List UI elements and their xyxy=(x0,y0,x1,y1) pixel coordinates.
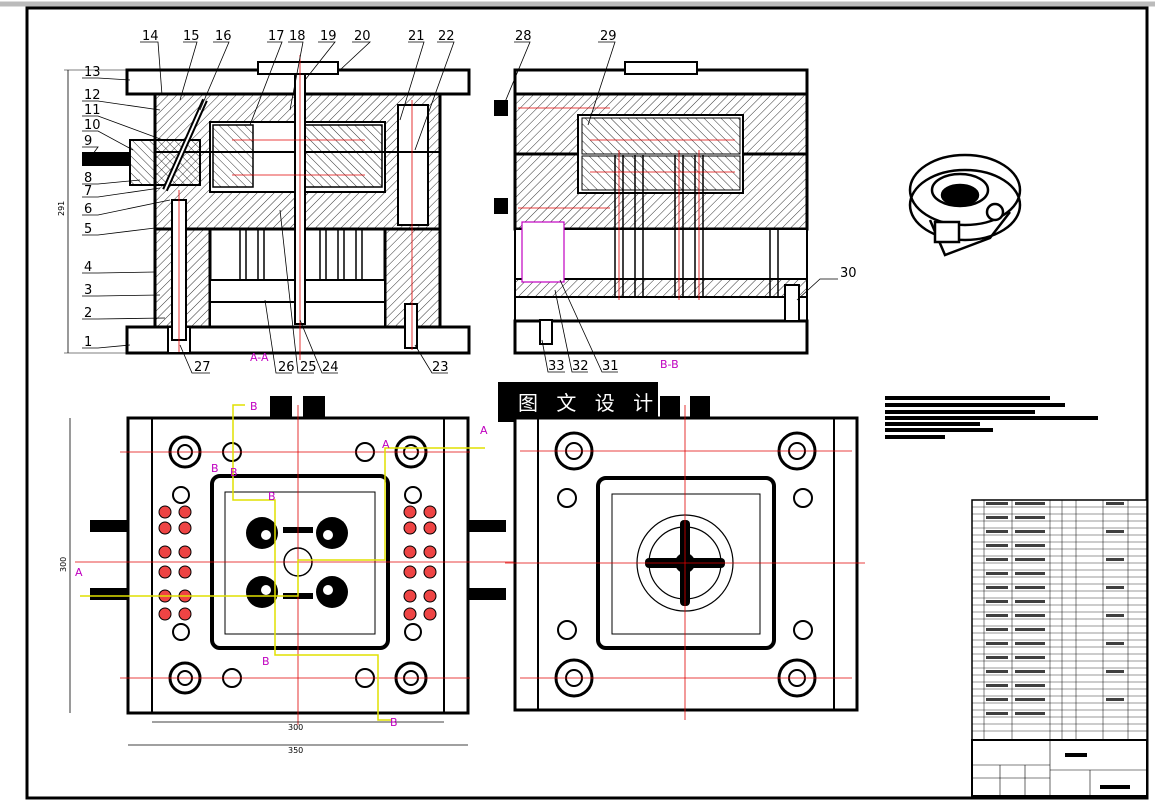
part-10: 10 xyxy=(84,118,101,133)
part-11: 11 xyxy=(84,103,101,118)
part-24: 24 xyxy=(322,360,339,375)
part-22: 22 xyxy=(438,29,455,44)
part-31: 31 xyxy=(602,359,619,374)
plan-view-right xyxy=(505,396,865,720)
dim-height-top: 291 xyxy=(57,201,66,216)
part-26: 26 xyxy=(278,360,295,375)
part-7: 7 xyxy=(84,184,92,199)
part-20: 20 xyxy=(354,29,371,44)
leaders-view1 xyxy=(82,41,455,374)
section-label-aa: A-A xyxy=(250,351,269,364)
watermark-text: 图 文 设 计 xyxy=(518,391,659,415)
marker-b-bottom: B xyxy=(390,716,398,729)
part-28: 28 xyxy=(515,29,532,44)
marker-a-left: A xyxy=(75,566,83,579)
part-32: 32 xyxy=(572,359,589,374)
part-15: 15 xyxy=(183,29,200,44)
part-21: 21 xyxy=(408,29,425,44)
part-25: 25 xyxy=(300,360,317,375)
watermark-box xyxy=(498,382,658,422)
part-4: 4 xyxy=(84,260,92,275)
technical-notes xyxy=(885,396,1098,439)
dim-width-outer: 350 xyxy=(288,746,303,755)
marker-b-mid1: B xyxy=(211,462,219,475)
marker-b-low: B xyxy=(262,655,270,668)
part-5: 5 xyxy=(84,222,92,237)
part-33: 33 xyxy=(548,359,565,374)
parts-list-table xyxy=(971,499,1148,797)
cut-path-a xyxy=(80,447,485,597)
marker-b-top: B xyxy=(250,400,258,413)
part-27: 27 xyxy=(194,360,211,375)
part-30: 30 xyxy=(840,266,857,281)
dim-width-inner: 300 xyxy=(288,723,303,732)
part-19: 19 xyxy=(320,29,337,44)
section-view-aa: 2 9 1 xyxy=(57,55,471,360)
part-16: 16 xyxy=(215,29,232,44)
part-9: 9 xyxy=(84,134,92,149)
section-label-bb: B-B xyxy=(660,358,679,371)
part-29: 29 xyxy=(600,29,617,44)
part-3: 3 xyxy=(84,283,92,298)
part-2: 2 xyxy=(84,306,92,321)
part-1: 1 xyxy=(84,335,92,350)
part-23: 23 xyxy=(432,360,449,375)
part-labels-view2: 28 29 30 33 32 31 B-B xyxy=(515,29,857,374)
plan-view-left: 300 300 350 A A A B B B B B B xyxy=(59,396,520,755)
marker-b-mid3: B xyxy=(268,490,276,503)
sheet-border xyxy=(25,6,1149,800)
part-14: 14 xyxy=(142,29,159,44)
dim-height-bottom: 300 xyxy=(59,557,68,572)
part-18: 18 xyxy=(289,29,306,44)
leaders-view2 xyxy=(504,41,838,373)
cut-path-b xyxy=(232,404,392,721)
part-labels-view1: 14 15 16 17 18 19 20 21 22 13 12 11 10 9… xyxy=(84,29,455,375)
part-isometric-sketch xyxy=(908,153,1022,257)
part-8: 8 xyxy=(84,171,92,186)
marker-a-right: A xyxy=(480,424,488,437)
part-12: 12 xyxy=(84,88,101,103)
part-17: 17 xyxy=(268,29,285,44)
part-13: 13 xyxy=(84,65,101,80)
marker-b-mid2: B xyxy=(230,466,238,479)
part-6: 6 xyxy=(84,202,92,217)
marker-a-mid: A xyxy=(382,438,390,451)
section-view-bb xyxy=(494,61,809,355)
